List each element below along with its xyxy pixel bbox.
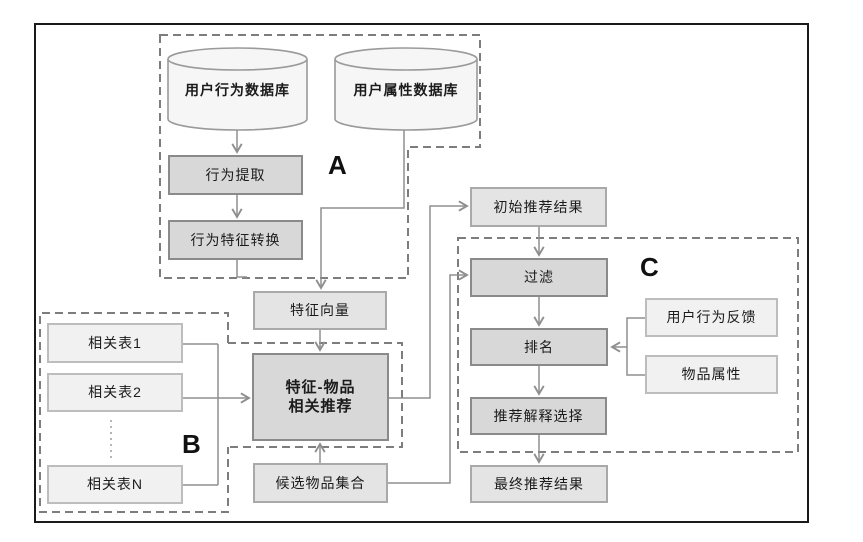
node-label: 特征向量 [290, 302, 350, 319]
node-label: 相关表N [86, 476, 144, 493]
node-ranking: 排名 [470, 328, 608, 366]
node-initial-recommendation-result: 初始推荐结果 [470, 187, 607, 227]
node-feature-vector: 特征向量 [253, 291, 387, 330]
node-label: 用户行为反馈 [666, 309, 757, 326]
node-label: 物品属性 [681, 366, 742, 383]
node-recommendation-explanation-selection: 推荐解释选择 [470, 397, 607, 435]
node-label: 用户行为数据库 [185, 82, 290, 98]
edge-db-attribute-to-feature-vector [315, 130, 405, 290]
node-relation-table-n: 相关表N [47, 465, 183, 504]
node-relation-table-2: 相关表2 [47, 373, 183, 412]
node-user-behavior-feedback: 用户行为反馈 [645, 298, 778, 337]
node-item-attribute: 物品属性 [645, 355, 778, 394]
node-user-attribute-database: 用户属性数据库 [335, 68, 477, 112]
outer-border [34, 23, 809, 523]
node-candidate-item-set: 候选物品集合 [253, 463, 388, 503]
node-label: 行为提取 [205, 166, 266, 183]
edge-candidate-to-filter [388, 269, 469, 484]
node-behavior-feature-conversion: 行为特征转换 [168, 220, 303, 260]
node-final-recommendation-result: 最终推荐结果 [470, 465, 608, 503]
edge-conversion-to-border [236, 260, 247, 278]
node-label: 用户属性数据库 [353, 82, 459, 98]
node-label: 相关表2 [88, 384, 142, 401]
node-behavior-extraction: 行为提取 [168, 155, 303, 195]
node-label: 候选物品集合 [275, 474, 366, 491]
edge-engine-to-initial-result [389, 200, 469, 399]
node-filter: 过滤 [470, 258, 608, 297]
node-label: 行为特征转换 [190, 231, 281, 248]
edge-tables-merge [183, 343, 219, 486]
node-label: 排名 [524, 338, 554, 355]
region-a-label: A [328, 150, 347, 180]
user-attribute-database-cylinder [334, 47, 478, 131]
node-label-line2: 相关推荐 [288, 398, 353, 415]
node-user-behavior-database: 用户行为数据库 [168, 68, 307, 112]
node-label: 推荐解释选择 [493, 407, 584, 424]
node-label: 最终推荐结果 [494, 475, 584, 492]
node-relation-table-1: 相关表1 [47, 323, 183, 363]
node-label: 过滤 [524, 269, 554, 286]
node-label: 初始推荐结果 [493, 198, 584, 215]
region-c-label: C [640, 252, 659, 282]
edge-feedback-attribute-merge [626, 317, 645, 376]
node-feature-item-recommendation: 特征-物品 相关推荐 [252, 353, 389, 441]
region-a-outline [159, 34, 481, 279]
node-label: 相关表1 [88, 334, 142, 351]
region-b-outline [39, 312, 229, 513]
region-c-outline [457, 237, 799, 453]
node-label-line1: 特征-物品 [285, 378, 356, 396]
region-b-label: B [182, 429, 201, 459]
